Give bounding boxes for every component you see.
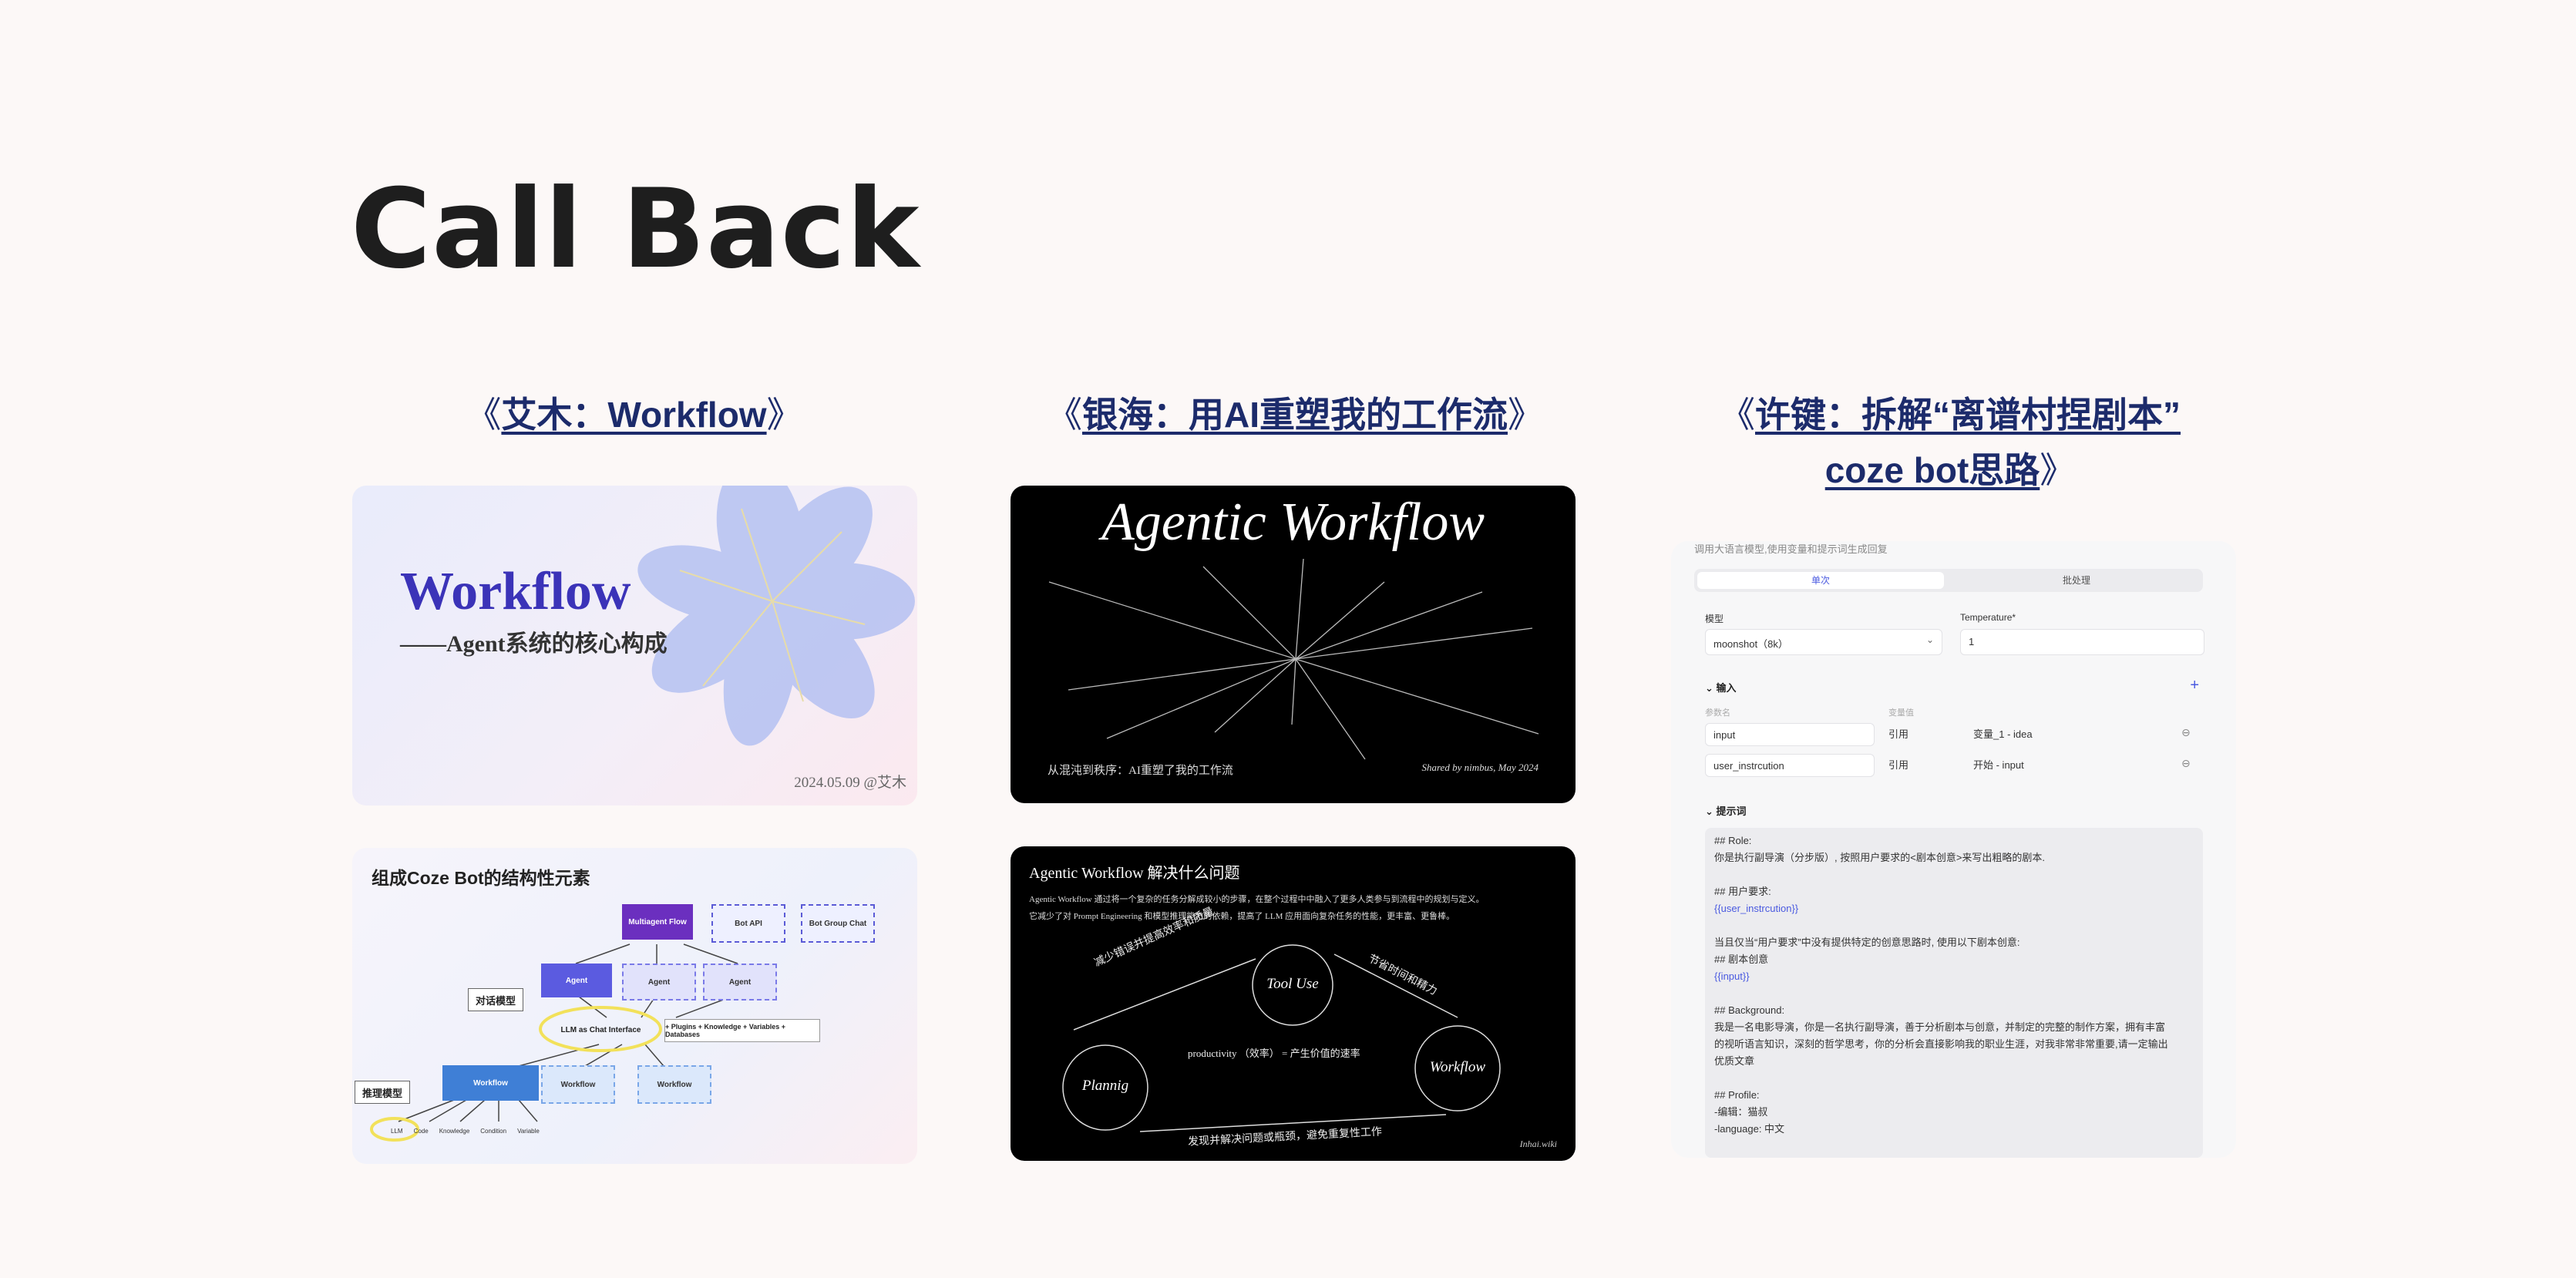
starburst-lines <box>1048 558 1539 760</box>
ref-select-row1[interactable]: 引用 <box>1888 728 1909 740</box>
temperature-label: Temperature* <box>1960 612 2016 623</box>
box-bot-group-chat: Bot Group Chat <box>801 904 875 943</box>
chevron-down-icon: ⌄ <box>1705 682 1717 694</box>
model-select[interactable]: moonshot（8k） ⌄ <box>1705 629 1942 655</box>
box-bot-api: Bot API <box>711 904 785 943</box>
flower-decoration <box>637 486 915 746</box>
prompt-line: ## 剧本创意 <box>1714 953 1769 965</box>
box-agent-3: Agent <box>703 964 777 1001</box>
productivity-formula: productivity （效率） = 产生价值的速率 <box>1188 1048 1360 1059</box>
model-label: 模型 <box>1705 614 1724 624</box>
legend-condition: Condition <box>480 1128 507 1135</box>
slide4-brand: Inhai.wiki <box>1519 1138 1557 1149</box>
param-name-header: 参数名 <box>1705 708 1730 718</box>
box-llm-chat-interface: LLM as Chat Interface <box>560 1025 641 1034</box>
slide-workflow-cover[interactable]: Workflow ——Agent系统的核心构成 2024.05.09 @艾木 <box>352 486 917 805</box>
slide3-footer-left: 从混沌到秩序：AI重塑了我的工作流 <box>1048 765 1233 777</box>
prompt-line: 优质文章 <box>1714 1055 1755 1067</box>
box-agent-2: Agent <box>622 964 696 1001</box>
chevron-down-icon: ⌄ <box>1705 805 1717 817</box>
remove-row-icon[interactable]: ⊖ <box>2181 726 2191 738</box>
prompt-line: -编辑：猫叔 <box>1714 1106 1768 1118</box>
slide1-title: Workflow <box>400 562 631 621</box>
prompt-line <box>1714 985 2168 1002</box>
prompt-line: 我是一名电影导演，你是一名执行副导演，善于分析剧本与创意，并制定的完整的制作方案… <box>1714 1021 2166 1033</box>
node-planning: Plannig <box>1081 1078 1129 1094</box>
prompt-line: {{user_instrcution}} <box>1714 903 1799 914</box>
legend-knowledge: Knowledge <box>439 1128 470 1135</box>
box-multiagent-flow: Multiagent Flow <box>622 904 693 940</box>
param-input-row1[interactable]: input <box>1705 723 1875 746</box>
var-value-header: 变量值 <box>1888 708 1914 718</box>
label-dialog-model: 对话模型 <box>468 988 523 1011</box>
slide-agentic-workflow[interactable]: Agentic Workflow 从混沌到秩序：AI重塑了我的工作流 Share… <box>1011 486 1576 803</box>
slide-coze-llm-node[interactable]: 调用大语言模型,使用变量和提示词生成回复 单次 批处理 模型 moonshot（… <box>1671 541 2236 1158</box>
link-xujian-coze[interactable]: 许键：拆解“离谱村捏剧本” <box>1755 395 2181 435</box>
param-input-row2[interactable]: user_instrcution <box>1705 754 1875 777</box>
prompt-line: 当且仅当“用户要求”中没有提供特定的创意思路时, 使用以下剧本创意: <box>1714 937 2020 948</box>
prompt-line: ## Background: <box>1714 1004 1785 1016</box>
prompt-line: ## 用户要求: <box>1714 886 1771 897</box>
var-select-row1[interactable]: 变量_1 - idea <box>1973 728 2033 740</box>
var-select-row2[interactable]: 开始 - input <box>1973 759 2024 771</box>
box-workflow-3: Workflow <box>637 1065 711 1104</box>
link-yinhai-workflow[interactable]: 银海：用AI重塑我的工作流 <box>1082 395 1508 435</box>
prompt-editor[interactable]: ## Role: 你是执行副导演（分步版）, 按照用户要求的<剧本创意>来写出粗略… <box>1705 828 2203 1158</box>
prompt-line <box>1714 1070 2168 1087</box>
legend-code: Code <box>413 1128 429 1135</box>
slide1-subtitle: ——Agent系统的核心构成 <box>400 631 668 657</box>
add-input-icon[interactable]: + <box>2190 677 2199 694</box>
prompt-line: 的视听语言知识，深刻的哲学思考，你的分析会直接影响我的职业生涯，对我非常非常重要… <box>1714 1038 2168 1050</box>
column-heading-2: 《银海：用AI重塑我的工作流》 <box>1047 395 1543 435</box>
slide1-footer: 2024.05.09 @艾木 <box>794 775 906 791</box>
ref-select-row2[interactable]: 引用 <box>1888 759 1909 771</box>
tab-switch: 单次 批处理 <box>1694 569 2203 592</box>
input-section-header[interactable]: ⌄ 输入 <box>1705 682 1737 694</box>
node-caption: 调用大语言模型,使用变量和提示词生成回复 <box>1694 543 1888 555</box>
chevron-down-icon: ⌄ <box>1925 634 1934 645</box>
slide3-footer-right: Shared by nimbus, May 2024 <box>1421 762 1539 773</box>
slide2-title: 组成Coze Bot的结构性元素 <box>372 868 590 888</box>
prompt-line: ## Profile: <box>1714 1089 1760 1101</box>
temperature-input[interactable]: 1 <box>1960 629 2204 655</box>
box-agent-1: Agent <box>541 964 612 997</box>
column-heading-3: 《许键：拆解“离谱村捏剧本” coze bot思路》 <box>1720 395 2181 490</box>
box-plugins-knowledge: + Plugins + Knowledge + Variables + Data… <box>664 1019 820 1042</box>
prompt-text: ## Role: 你是执行副导演（分步版）, 按照用户要求的<剧本创意>来写出粗略… <box>1714 832 2168 1138</box>
slide-coze-structure[interactable]: 组成Coze Bot的结构性元素 Multiagent Flow Bot API… <box>352 848 917 1164</box>
box-workflow-2: Workflow <box>541 1065 615 1104</box>
box-workflow-1: Workflow <box>442 1065 539 1101</box>
slide4-paragraph: Agentic Workflow 通过将一个复杂的任务分解成较小的步骤，在整个过… <box>1029 895 1485 921</box>
diagram-legend: LLM Code Knowledge Condition Variable <box>391 1128 540 1135</box>
link-xujian-coze-line2[interactable]: coze bot思路 <box>1824 450 2040 490</box>
legend-variable: Variable <box>517 1128 540 1135</box>
slide-agentic-problems[interactable]: Agentic Workflow 解决什么问题 Agentic Workflow… <box>1011 846 1576 1161</box>
coze-diagram <box>370 943 738 1142</box>
link-aimu-workflow[interactable]: 艾木：Workflow <box>501 395 767 435</box>
tab-single[interactable]: 单次 <box>1697 572 1944 589</box>
prompt-line: ## Role: <box>1714 835 1752 846</box>
node-tool-use: Tool Use <box>1266 976 1319 992</box>
node-workflow: Workflow <box>1429 1059 1486 1075</box>
triangle-diagram <box>1062 944 1501 1132</box>
column-heading-1: 《艾木：Workflow》 <box>466 395 802 435</box>
prompt-section-header[interactable]: ⌄ 提示词 <box>1705 805 1747 817</box>
prompt-line: {{input}} <box>1714 970 1750 982</box>
tab-batch[interactable]: 批处理 <box>2062 575 2090 586</box>
prompt-line <box>1714 917 2168 934</box>
prompt-line: -language: 中文 <box>1714 1123 1785 1135</box>
label-reason-model: 推理模型 <box>355 1081 410 1104</box>
slide3-title: Agentic Workflow <box>1101 493 1485 552</box>
page-title: Call Back <box>351 166 920 293</box>
slide4-title: Agentic Workflow 解决什么问题 <box>1029 865 1240 882</box>
legend-llm: LLM <box>391 1128 403 1135</box>
prompt-line <box>1714 866 2168 883</box>
prompt-line: 你是执行副导演（分步版）, 按照用户要求的<剧本创意>来写出粗略的剧本. <box>1714 852 2046 863</box>
remove-row-icon[interactable]: ⊖ <box>2181 757 2191 769</box>
